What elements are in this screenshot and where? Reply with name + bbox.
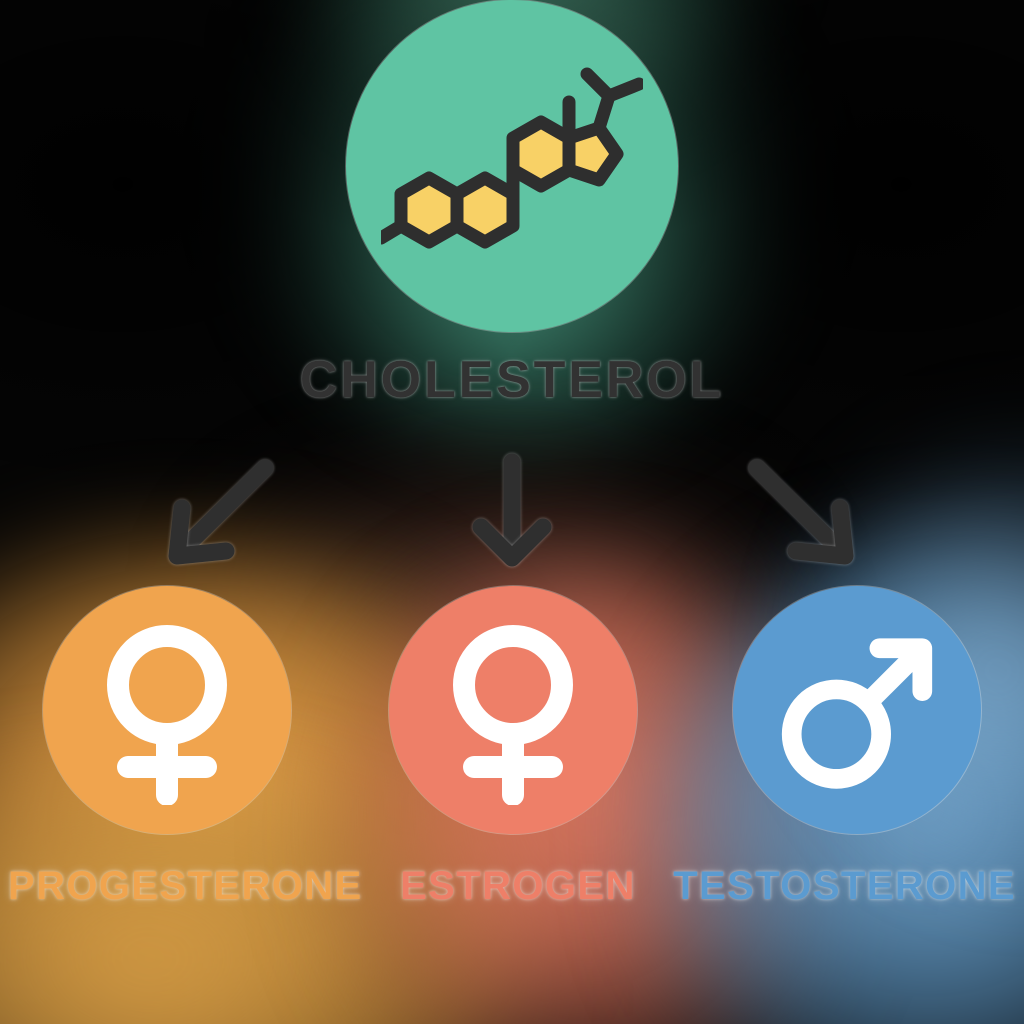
- arrow-to-testosterone: [748, 459, 854, 565]
- cholesterol-circle[interactable]: [346, 0, 678, 332]
- venus-female-symbol-icon: [453, 625, 573, 805]
- arrow-to-progesterone: [168, 459, 274, 565]
- venus-female-symbol-icon: [107, 625, 227, 805]
- estrogen-label: ESTROGEN: [400, 864, 636, 908]
- mars-male-symbol-icon: [781, 638, 933, 789]
- progesterone-circle[interactable]: [43, 586, 291, 834]
- estrogen-circle[interactable]: [389, 586, 637, 834]
- testosterone-label: TESTOSTERONE: [673, 864, 1016, 908]
- hormone-label-row: PROGESTERONE ESTROGEN TESTOSTERONE: [0, 866, 1024, 906]
- node-progesterone[interactable]: [42, 586, 292, 834]
- node-estrogen[interactable]: [388, 586, 638, 834]
- progesterone-label: PROGESTERONE: [8, 864, 363, 908]
- testosterone-circle[interactable]: [733, 586, 981, 834]
- arrow-to-estrogen: [472, 453, 552, 567]
- node-testosterone[interactable]: [732, 586, 982, 834]
- cholesterol-molecule-icon: [381, 67, 643, 249]
- node-cholesterol[interactable]: CHOLESTEROL: [0, 0, 1024, 406]
- cholesterol-label: CHOLESTEROL: [299, 351, 725, 409]
